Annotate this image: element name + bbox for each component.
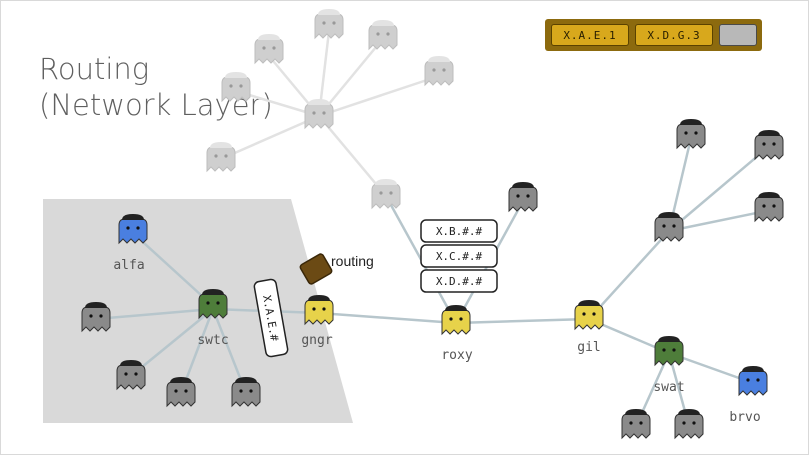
faded-hub-node-icon xyxy=(304,99,334,130)
gray-node-icon xyxy=(81,302,111,333)
node-label-roxy: roxy xyxy=(441,348,472,363)
node-label-swtc: swtc xyxy=(197,333,228,348)
faded-node-icon xyxy=(314,9,344,40)
node-label-gil: gil xyxy=(577,340,600,355)
gray-node-icon xyxy=(508,182,538,213)
gngr-address-tag: X.A.E.# xyxy=(253,278,289,358)
node-swat-icon xyxy=(654,336,684,367)
node-roxy-icon xyxy=(441,305,471,336)
gray-node-icon xyxy=(621,409,651,440)
node-label-gngr: gngr xyxy=(301,333,332,348)
faded-node-icon xyxy=(371,179,401,210)
node-brvo-icon xyxy=(738,366,768,397)
roxy-tag-1: X.B.#.# xyxy=(436,225,483,238)
routing-label: routing xyxy=(331,253,374,269)
gray-node-icon xyxy=(674,409,704,440)
routing-box-icon xyxy=(299,253,333,285)
node-label-brvo: brvo xyxy=(729,410,760,425)
gray-node-icon xyxy=(754,192,784,223)
faded-node-icon xyxy=(424,56,454,87)
faded-node-icon xyxy=(254,34,284,65)
node-gngr-icon xyxy=(304,295,334,326)
gray-node-icon xyxy=(654,212,684,243)
node-gil-icon xyxy=(574,300,604,331)
roxy-address-tags: X.B.#.# X.C.#.# X.D.#.# xyxy=(420,219,498,293)
node-label-swat: swat xyxy=(653,380,684,395)
node-layer xyxy=(81,9,784,440)
address-cell-3 xyxy=(719,24,757,46)
gray-node-icon xyxy=(676,119,706,150)
gray-node-icon xyxy=(231,377,261,408)
faded-node-icon xyxy=(368,20,398,51)
node-alfa-icon xyxy=(118,214,148,245)
roxy-tag-2: X.C.#.# xyxy=(436,250,483,263)
faded-node-icon xyxy=(206,142,236,173)
address-bar: X.A.E.1 X.D.G.3 xyxy=(545,19,762,51)
address-cell-2: X.D.G.3 xyxy=(635,24,713,46)
address-cell-1: X.A.E.1 xyxy=(551,24,629,46)
gray-node-icon xyxy=(754,130,784,161)
title-line-1: Routing xyxy=(39,52,150,86)
gray-node-icon xyxy=(166,377,196,408)
node-label-alfa: alfa xyxy=(113,258,144,273)
node-swtc-icon xyxy=(198,289,228,320)
faded-node-icon xyxy=(221,72,251,103)
gray-node-icon xyxy=(116,360,146,391)
roxy-tag-3: X.D.#.# xyxy=(436,275,483,288)
